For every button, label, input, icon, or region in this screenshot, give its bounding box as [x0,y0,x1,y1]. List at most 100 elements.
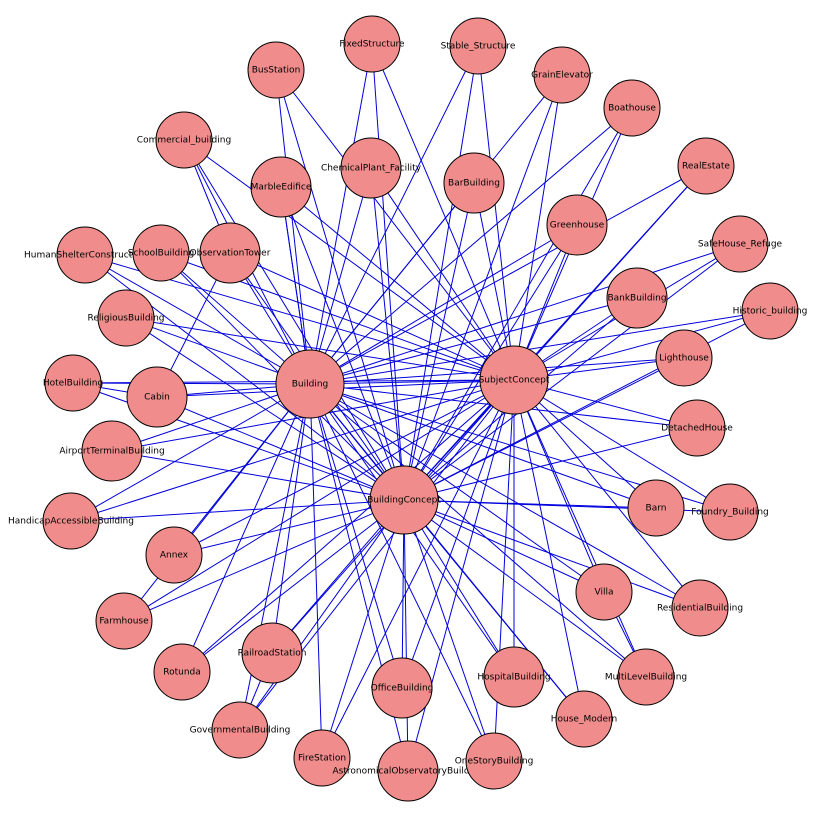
node-building[interactable]: Building [275,349,345,419]
node-circle[interactable] [377,740,439,802]
node-circle[interactable] [546,194,608,256]
edge-governmentalbuilding-to-buildingconcept [239,499,405,731]
node-circle[interactable] [340,137,402,199]
node-circle[interactable] [371,657,433,719]
node-circle[interactable] [126,366,188,428]
node-bankbuilding[interactable]: BankBuilding [606,267,668,329]
node-annex[interactable]: Annex [145,526,203,584]
node-barn[interactable]: Barn [627,479,685,537]
node-officebuilding[interactable]: OfficeBuilding [371,657,434,719]
node-residentialbuilding[interactable]: ResidentialBuilding [657,579,743,637]
node-circle[interactable] [275,349,345,419]
node-circle[interactable] [575,563,633,621]
node-circle[interactable] [603,79,661,137]
node-circle[interactable] [465,732,523,790]
edge-residentialbuilding-to-building [309,383,701,609]
node-lighthouse[interactable]: Lighthouse [655,329,713,387]
node-circle[interactable] [671,579,729,637]
node-airportterminalbuilding[interactable]: AirportTerminalBuilding [59,420,165,482]
node-circle[interactable] [199,222,261,284]
node-stable-structure[interactable]: Stable_Structure [441,17,516,75]
node-circle[interactable] [606,267,668,329]
node-railroadstation[interactable]: RailroadStation [238,622,307,684]
node-circle[interactable] [155,111,213,169]
node-circle[interactable] [479,345,549,415]
node-circle[interactable] [655,329,713,387]
edge-stable-structure-to-building [309,45,479,385]
node-circle[interactable] [97,289,155,347]
node-circle[interactable] [145,526,203,584]
node-circle[interactable] [483,646,545,708]
node-astronomicalobservatorybuilding[interactable]: AstronomicalObservatoryBuilding [333,740,484,802]
node-circle[interactable] [81,420,143,482]
node-label: Barn [646,504,667,514]
node-circle[interactable] [132,224,190,282]
node-buildingconcept[interactable]: BuildingConcept [367,465,441,535]
node-circle[interactable] [741,282,799,340]
node-firestation[interactable]: FireStation [293,729,351,787]
node-greenhouse[interactable]: Greenhouse [546,194,608,256]
node-circle[interactable] [44,354,102,412]
node-hotelbuilding[interactable]: HotelBuilding [43,354,103,412]
node-house-modern[interactable]: House_Modern [551,690,617,748]
node-label: Lighthouse [659,354,709,364]
node-circle[interactable] [153,643,211,701]
node-circle[interactable] [617,648,675,706]
node-busstation[interactable]: BusStation [247,41,305,99]
node-farmhouse[interactable]: Farmhouse [95,592,153,650]
node-foundry-building[interactable]: Foundry_Building [691,483,769,541]
edge-farmhouse-to-buildingconcept [123,499,405,622]
node-circle[interactable] [449,17,507,75]
node-boathouse[interactable]: Boathouse [603,79,661,137]
node-grainelevator[interactable]: GrainElevator [531,46,593,104]
node-circle[interactable] [668,399,726,457]
node-circle[interactable] [211,701,269,759]
node-circle[interactable] [533,46,591,104]
node-label: RailroadStation [238,649,307,659]
node-circle[interactable] [293,729,351,787]
node-cabin[interactable]: Cabin [126,366,188,428]
node-commercial-building[interactable]: Commercial_building [137,111,231,169]
node-circle[interactable] [555,690,613,748]
node-circle[interactable] [56,226,114,284]
node-label: Villa [595,588,614,598]
node-circle[interactable] [701,483,759,541]
node-rotunda[interactable]: Rotunda [153,643,211,701]
node-circle[interactable] [247,41,305,99]
node-chemicalplant-facility[interactable]: ChemicalPlant_Facility [321,137,422,199]
node-historic-building[interactable]: Historic_building [733,282,808,340]
node-circle[interactable] [627,479,685,537]
node-humanshelterconstruction[interactable]: HumanShelterConstruction [24,226,146,284]
node-circle[interactable] [343,15,401,73]
node-villa[interactable]: Villa [575,563,633,621]
node-circle[interactable] [443,152,505,214]
edge-hospitalbuilding-to-buildingconcept [403,499,515,678]
node-safehouse-refuge[interactable]: SafeHouse_Refuge [698,215,783,273]
node-religiousbuilding[interactable]: ReligiousBuilding [87,289,165,347]
node-multilevelbuilding[interactable]: MultiLevelBuilding [605,648,687,706]
node-hospitalbuilding[interactable]: HospitalBuilding [477,646,551,708]
node-label: GrainElevator [531,71,593,81]
node-observationtower[interactable]: ObservationTower [190,222,271,284]
node-schoolbuilding[interactable]: SchoolBuilding [128,224,194,282]
node-label: SchoolBuilding [128,249,194,259]
node-barbuilding[interactable]: BarBuilding [443,152,505,214]
node-realestate[interactable]: RealEstate [677,137,735,195]
node-circle[interactable] [95,592,153,650]
node-subjectconcept[interactable]: SubjectConcept [479,345,550,415]
node-circle[interactable] [677,137,735,195]
node-circle[interactable] [250,156,312,218]
node-governmentalbuilding[interactable]: GovernmentalBuilding [190,701,291,759]
edge-commercial-building-to-buildingconcept [183,139,405,501]
node-circle[interactable] [369,465,439,535]
node-circle[interactable] [711,215,769,273]
node-label: HumanShelterConstruction [24,251,146,261]
node-handicapaccessiblebuilding[interactable]: HandicapAccessibleBuilding [8,492,134,550]
node-circle[interactable] [42,492,100,550]
node-circle[interactable] [241,622,303,684]
node-fixedstructure[interactable]: FixedStructure [339,15,405,73]
node-label: Annex [160,551,189,561]
node-onestorybuilding[interactable]: OneStoryBuilding [455,732,534,790]
node-marbleedifice[interactable]: MarbleEdifice [250,156,312,218]
node-detachedhouse[interactable]: DetachedHouse [661,399,733,457]
